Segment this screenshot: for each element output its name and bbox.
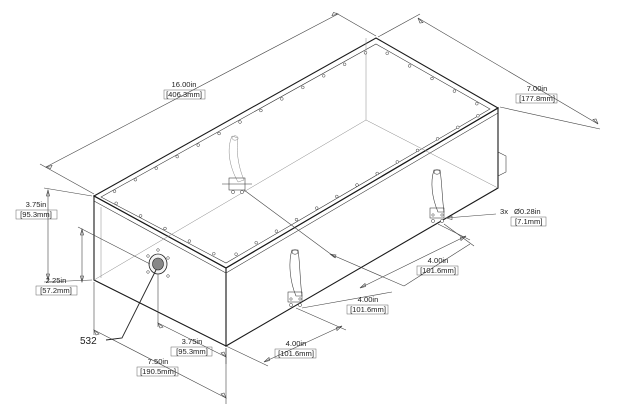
lid-bolt xyxy=(133,178,138,182)
lid-rim xyxy=(100,43,491,264)
dim-port-height-mm: [57.2mm] xyxy=(40,286,72,295)
dim-port-offset-mm: [95.3mm] xyxy=(176,347,208,356)
lid-bolt xyxy=(315,206,319,210)
lid-bolt xyxy=(234,252,238,256)
dim-spacing-a-mm: [101.6mm] xyxy=(420,266,456,275)
dim-spacing-b xyxy=(301,223,471,309)
port-opening xyxy=(152,257,164,271)
lid-bolt xyxy=(452,89,457,93)
dim-height-mm: [95.3mm] xyxy=(20,210,52,219)
lid-bolt xyxy=(280,97,284,101)
dim-spacing-c-bracket xyxy=(274,348,317,359)
lid-bolt xyxy=(456,125,460,129)
lid-bolt xyxy=(238,120,242,124)
lid-bolt xyxy=(138,214,143,218)
dim-spacing-a-bracket xyxy=(416,265,459,276)
callout-532 xyxy=(105,269,157,341)
lid-bolt-group xyxy=(112,51,480,256)
dim-width-mm: [177.8mm] xyxy=(519,94,555,103)
dim-port-offset-bracket xyxy=(170,346,213,357)
lid-bolt xyxy=(435,137,440,141)
lid-bolt xyxy=(112,189,117,193)
dim-height-bracket xyxy=(15,209,58,220)
lid-bolt xyxy=(274,229,279,233)
lid-bolt xyxy=(212,252,216,256)
dim-length xyxy=(39,12,377,195)
lid-bolt xyxy=(363,51,368,55)
dim-width-in: 7.00in xyxy=(527,84,548,93)
lid-bolt xyxy=(294,217,299,222)
dim-port-height xyxy=(77,226,151,284)
front-port xyxy=(146,248,170,278)
dim-hole-bracket xyxy=(510,216,547,227)
dim-port-height-in: 2.25in xyxy=(46,276,67,285)
lid-bolt xyxy=(355,183,359,187)
dim-front-width xyxy=(93,282,227,404)
dim-spacing-b-mm: [101.6mm] xyxy=(350,305,386,314)
dim-spacing-a xyxy=(243,189,475,287)
lid-bolt xyxy=(322,74,326,78)
lid-bolt xyxy=(335,194,339,199)
dim-spacing-c-mm: [101.6mm] xyxy=(278,349,314,358)
dim-spacing-a-in: 4.00in xyxy=(428,256,449,265)
dim-front-width-bracket xyxy=(136,366,179,377)
lid-bolt xyxy=(254,241,258,245)
port-screw xyxy=(166,274,170,278)
dim-spacing-c-in: 4.00in xyxy=(286,339,307,348)
enclosure-box xyxy=(92,37,507,347)
port-screw xyxy=(156,248,160,252)
lid-bolt xyxy=(301,85,305,90)
front-lid-edge xyxy=(93,200,227,274)
lid-bolt xyxy=(415,148,420,153)
lid-outline xyxy=(92,37,500,269)
lid-bolt xyxy=(407,64,412,68)
rear-tab xyxy=(497,151,507,177)
lid-bolt xyxy=(187,239,192,243)
dim-length-bracket xyxy=(163,89,206,100)
latch-right xyxy=(429,169,445,223)
dim-spacing-b-in: 4.00in xyxy=(358,295,379,304)
dim-height-in: 3.75in xyxy=(26,200,47,209)
dim-front-width-mm: [190.5mm] xyxy=(140,367,176,376)
dim-front-width-in: 7.50in xyxy=(148,357,169,366)
dim-hole-count: 3x xyxy=(500,207,508,216)
dim-width xyxy=(377,13,601,130)
lid-bolt xyxy=(475,102,479,106)
lid-bolt xyxy=(476,114,480,118)
dim-spacing-c xyxy=(225,307,347,367)
lid-bolt xyxy=(217,131,221,136)
dim-hole-leader xyxy=(444,213,497,220)
lid-bolt xyxy=(385,51,389,55)
lid-bolt xyxy=(375,171,379,176)
dim-length-mm: [406.3mm] xyxy=(166,90,202,99)
hidden-back-side xyxy=(365,119,499,189)
lid-bolt xyxy=(259,108,263,113)
lid-bolt xyxy=(114,201,118,205)
lid-bolt xyxy=(163,226,167,231)
latch-left xyxy=(287,249,303,307)
port-screw xyxy=(146,254,150,258)
dim-hole-dia: Ø0.28in xyxy=(514,207,541,216)
lid-bolt xyxy=(342,62,347,66)
port-screw xyxy=(166,256,170,260)
hidden-back-bottom xyxy=(93,119,367,281)
callout-532-label: 532 xyxy=(80,336,97,347)
dim-port-offset-in: 3.75in xyxy=(182,337,203,346)
port-screw xyxy=(146,270,150,274)
side-lid-edge xyxy=(225,112,499,274)
lid-bolt xyxy=(196,143,200,147)
lid-bolt xyxy=(154,166,158,170)
latch-back-hidden xyxy=(222,135,252,194)
dim-hole-mm: [7.1mm] xyxy=(515,217,542,226)
dim-width-bracket xyxy=(515,93,558,104)
lid-bolt xyxy=(175,154,179,159)
dim-length-in: 16.00in xyxy=(172,80,197,89)
dim-port-height-bracket xyxy=(35,285,78,296)
lid-bolt xyxy=(430,76,434,81)
dim-height xyxy=(43,187,93,283)
dim-spacing-b-bracket xyxy=(346,304,389,315)
lid-bolt xyxy=(395,160,399,164)
